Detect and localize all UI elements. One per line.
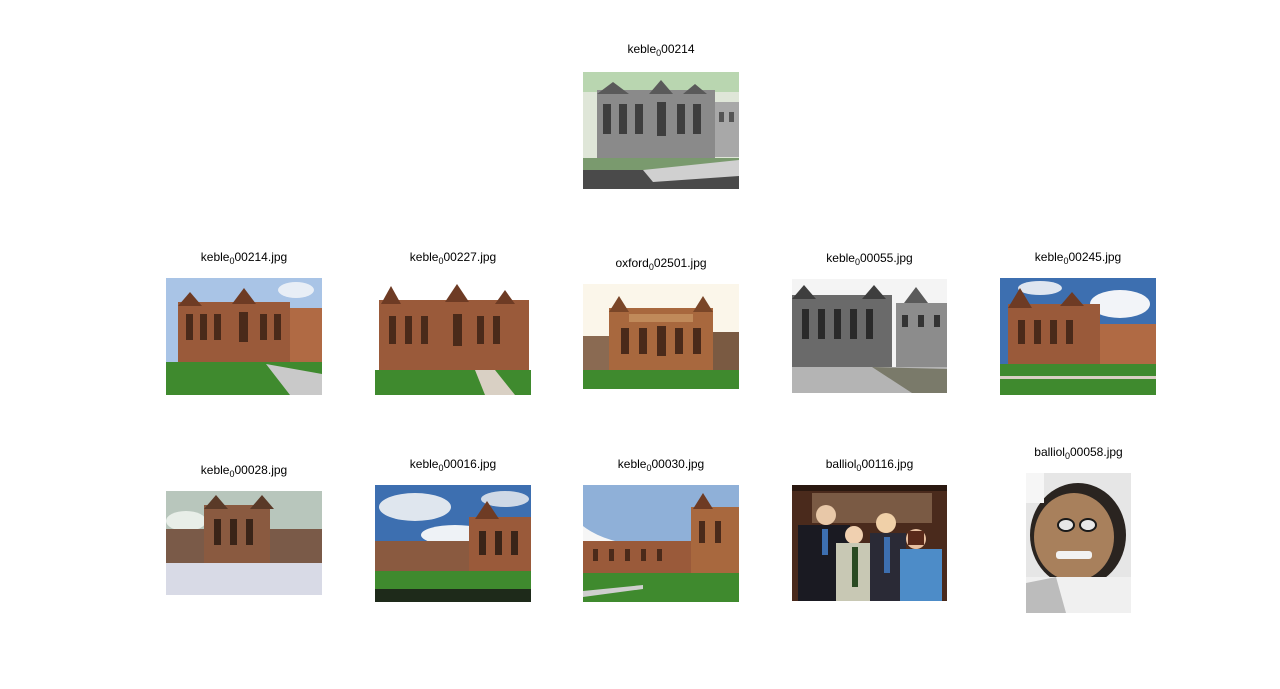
result-image[interactable] [792, 485, 947, 601]
result-title: keble000016.jpg [409, 457, 497, 473]
result-image[interactable] [792, 279, 947, 393]
query-image[interactable] [583, 72, 739, 189]
result-image[interactable] [1000, 278, 1156, 395]
result-image[interactable] [1026, 473, 1131, 613]
result-panel-9: balliol000116.jpg [792, 457, 947, 601]
result-title: oxford002501.jpg [615, 256, 707, 272]
result-panel-4: keble000055.jpg [792, 251, 947, 393]
result-title: keble000055.jpg [826, 251, 913, 267]
result-image[interactable] [583, 284, 739, 389]
result-panel-10: balliol000058.jpg [1026, 445, 1131, 613]
result-panel-5: keble000245.jpg [1000, 250, 1156, 395]
result-image[interactable] [166, 278, 322, 395]
result-title: keble000030.jpg [617, 457, 705, 473]
result-panel-3: oxford002501.jpg [583, 256, 739, 389]
result-image[interactable] [375, 485, 531, 602]
query-title: keble000214 [627, 42, 695, 58]
result-panel-1: keble000214.jpg [166, 250, 322, 395]
result-image[interactable] [166, 491, 322, 595]
result-panel-6: keble000028.jpg [166, 463, 322, 595]
result-panel-8: keble000030.jpg [583, 457, 739, 602]
result-panel-2: keble000227.jpg [375, 250, 531, 395]
result-title: keble000227.jpg [409, 250, 497, 266]
result-title: balliol000058.jpg [1034, 445, 1123, 461]
result-title: balliol000116.jpg [825, 457, 914, 473]
result-image[interactable] [583, 485, 739, 602]
result-title: keble000245.jpg [1034, 250, 1122, 266]
query-panel: keble000214 [583, 42, 739, 189]
result-title: keble000214.jpg [200, 250, 288, 266]
result-title: keble000028.jpg [200, 463, 288, 479]
result-panel-7: keble000016.jpg [375, 457, 531, 602]
result-image[interactable] [375, 278, 531, 395]
